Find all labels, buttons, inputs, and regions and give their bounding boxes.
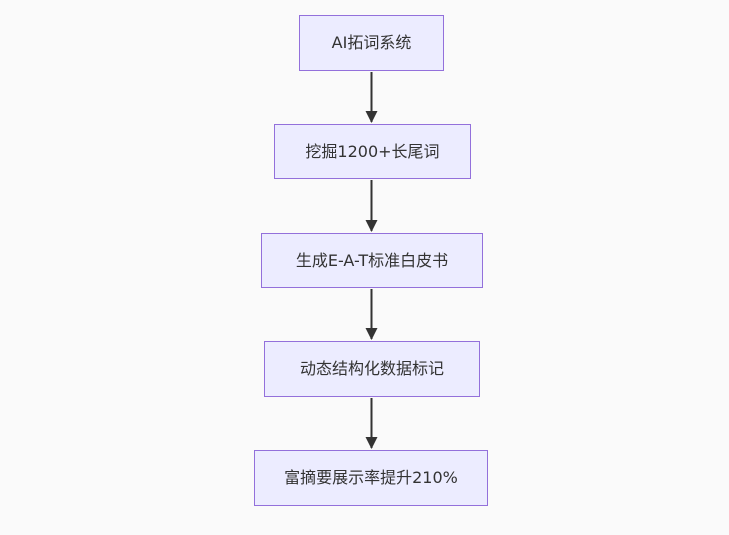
flowchart-node-eat-whitepaper: 生成E-A-T标准白皮书 — [261, 233, 483, 288]
flowchart-node-rich-snippet-result: 富摘要展示率提升210% — [254, 450, 488, 506]
node-label: 生成E-A-T标准白皮书 — [295, 250, 449, 270]
node-label: AI拓词系统 — [331, 33, 412, 53]
flowchart-node-structured-data-markup: 动态结构化数据标记 — [264, 341, 480, 397]
node-label: 动态结构化数据标记 — [299, 359, 444, 379]
flowchart-node-ai-keyword-system: AI拓词系统 — [299, 15, 444, 71]
node-label: 挖掘1200+长尾词 — [305, 141, 440, 161]
node-label: 富摘要展示率提升210% — [284, 468, 458, 488]
flowchart-node-longtail-mining: 挖掘1200+长尾词 — [274, 124, 471, 179]
